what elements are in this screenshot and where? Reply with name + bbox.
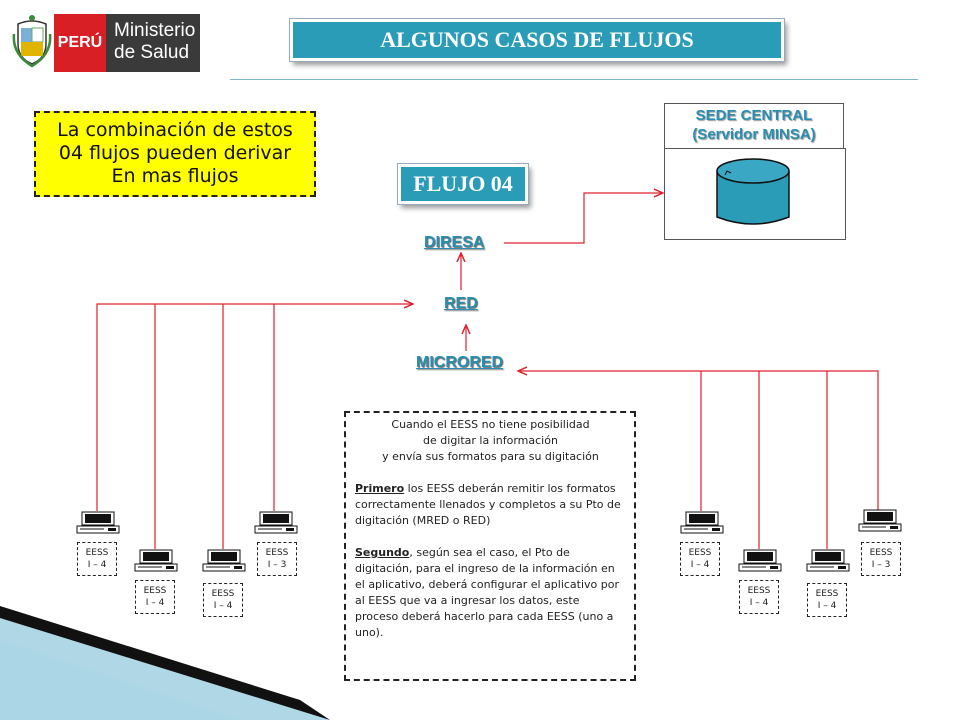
expl-segundo-text: , según sea el caso, el Pto de digitació… [355, 546, 620, 639]
computer-icon [76, 511, 120, 534]
eess-name: EESS [869, 548, 893, 558]
node-diresa: DIRESA [424, 234, 485, 251]
computer-icon [738, 549, 782, 572]
eess-label-4: EESS I – 3 [257, 542, 297, 576]
eess-level: I – 4 [87, 560, 107, 570]
eess-label-1: EESS I – 4 [77, 542, 117, 576]
eess-label-5: EESS I – 4 [680, 542, 720, 576]
computer-icon [680, 511, 724, 534]
combination-note: La combinación de estos 04 flujos pueden… [34, 111, 316, 197]
sede-central-label: SEDE CENTRAL (Servidor MINSA) [664, 103, 844, 149]
note-line1: La combinación de estos [57, 119, 293, 141]
flujo-04-label: FLUJO 04 [397, 163, 529, 205]
node-microred: MICRORED [416, 354, 504, 371]
logo-peru: PERÚ [54, 14, 106, 72]
expl-primero: Primero los EESS deberán remitir los for… [355, 481, 626, 529]
computer-icon [858, 509, 902, 532]
eess-name: EESS [747, 586, 771, 596]
computer-icon [202, 549, 246, 572]
explanation-box: Cuando el EESS no tiene posibilidad de d… [344, 411, 636, 681]
database-icon [716, 158, 790, 225]
decorative-swoosh-light [0, 640, 240, 720]
logo-ministry: Ministerio de Salud [106, 14, 200, 72]
arrow-left-eess-red [96, 304, 412, 511]
eess-level: I – 3 [871, 560, 891, 570]
computer-icon [254, 511, 298, 534]
expl-segundo: Segundo, según sea el caso, el Pto de di… [355, 545, 626, 641]
node-red: RED [444, 295, 478, 312]
page-title: ALGUNOS CASOS DE FLUJOS [289, 18, 785, 62]
computer-icon [134, 549, 178, 572]
logo-ministry-line2: de Salud [114, 42, 190, 63]
sede-line2: (Servidor MINSA) [692, 126, 816, 143]
computer-icon [806, 549, 850, 572]
eess-label-7: EESS I – 4 [807, 583, 847, 617]
peru-coat-of-arms-icon [12, 15, 52, 68]
eess-label-8: EESS I – 3 [861, 542, 901, 576]
expl-primero-label: Primero [355, 482, 405, 495]
eess-level: I – 4 [690, 560, 710, 570]
eess-label-6: EESS I – 4 [739, 580, 779, 614]
expl-segundo-label: Segundo [355, 546, 410, 559]
eess-name: EESS [688, 548, 712, 558]
logo-ministry-line1: Ministerio [114, 20, 196, 41]
eess-level: I – 4 [817, 601, 837, 611]
decorative-swoosh-dark [0, 606, 330, 720]
sede-central-server [664, 148, 846, 240]
eess-name: EESS [85, 548, 109, 558]
eess-level: I – 4 [213, 601, 233, 611]
note-line3: En mas flujos [111, 165, 239, 187]
eess-level: I – 4 [145, 598, 165, 608]
eess-name: EESS [143, 586, 167, 596]
eess-label-2: EESS I – 4 [135, 580, 175, 614]
eess-name: EESS [211, 589, 235, 599]
eess-name: EESS [815, 589, 839, 599]
note-line2: 04 flujos pueden derivar [58, 142, 292, 164]
eess-level: I – 4 [749, 598, 769, 608]
eess-label-3: EESS I – 4 [203, 583, 243, 617]
expl-intro3: y envía sus formatos para su digitación [382, 450, 599, 463]
eess-name: EESS [265, 548, 289, 558]
sede-line1: SEDE CENTRAL [695, 107, 813, 124]
header-divider [230, 79, 918, 80]
expl-intro1: Cuando el EESS no tiene posibilidad [391, 418, 590, 431]
expl-primero-text: los EESS deberán remitir los formatos co… [355, 482, 621, 527]
arrow-right-eess-microred [519, 371, 879, 511]
expl-intro2: de digitar la información [423, 434, 558, 447]
eess-level: I – 3 [267, 560, 287, 570]
arrow-diresa-sede [504, 193, 662, 244]
